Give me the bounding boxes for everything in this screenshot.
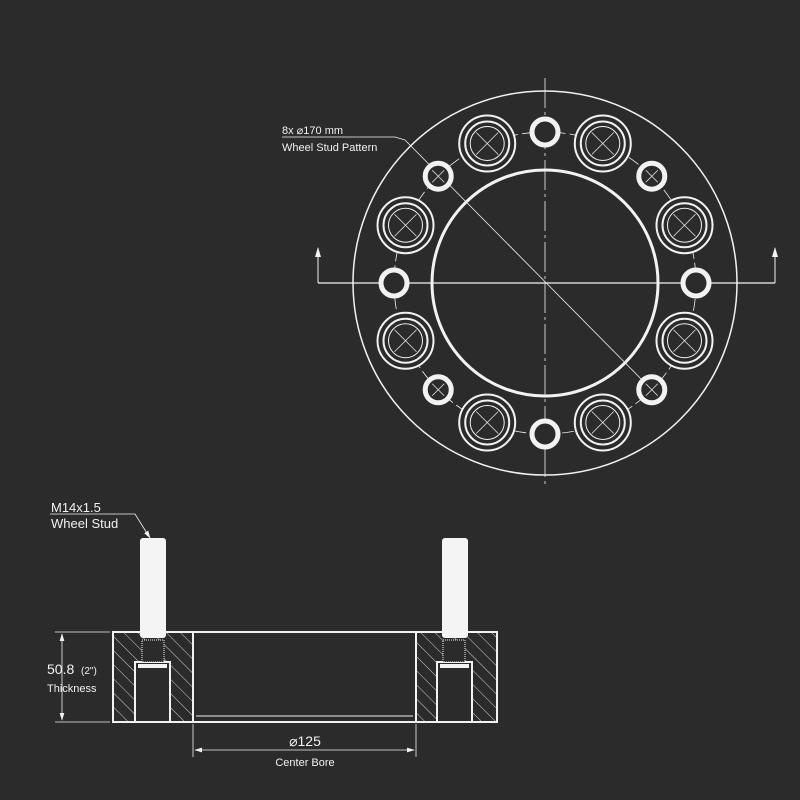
left-stud-head — [138, 664, 167, 668]
lug-hole — [680, 267, 712, 299]
stud-hole-ring — [579, 120, 626, 167]
stud-leader — [50, 513, 151, 539]
stud-sublabel: Wheel Stud — [51, 516, 118, 531]
bore-label: Center Bore — [275, 757, 334, 769]
pattern-leader — [282, 136, 406, 141]
lug-hole-cross — [645, 383, 659, 397]
center-bore — [430, 168, 660, 398]
stud-hole-inner — [585, 125, 621, 161]
stud-hole-inner — [387, 207, 423, 243]
lug-hole-cross — [431, 169, 445, 183]
stud-hole-ring — [661, 317, 708, 364]
stud-hole-inner — [469, 125, 505, 161]
thickness-inch: (2") — [81, 666, 97, 677]
stud-hole-cross — [475, 132, 499, 155]
stud-hole-inner — [667, 207, 703, 243]
stud-hole-ring — [464, 399, 511, 446]
right-stud-knurl — [442, 639, 466, 663]
right-counterbore — [436, 661, 473, 723]
outer-rim — [352, 90, 738, 476]
stud-hole-ring — [579, 399, 626, 446]
pattern-label: 8x ⌀170 mm — [282, 125, 343, 137]
lug-hole — [378, 267, 410, 299]
stud-hole-cross — [394, 213, 417, 237]
left-wheel-stud — [140, 538, 166, 638]
top-view — [282, 78, 778, 488]
stud-hole-ring — [464, 120, 511, 167]
center-bore-section — [192, 631, 417, 723]
right-wheel-stud — [442, 538, 468, 638]
pattern-sublabel: Wheel Stud Pattern — [282, 142, 377, 154]
lug-hole — [529, 418, 561, 450]
left-stud-knurl — [141, 639, 165, 663]
stud-hole-ring — [661, 202, 708, 249]
stud-hole-inner — [469, 405, 505, 441]
stud-label: M14x1.5 — [51, 500, 101, 515]
stud-hole-cross — [673, 329, 696, 353]
bore-value: ⌀125 — [289, 733, 321, 749]
stud-hole-cross — [591, 132, 615, 155]
stud-hole-ring — [382, 317, 429, 364]
thickness-label: Thickness — [47, 683, 97, 695]
stud-holes — [376, 114, 714, 452]
left-counterbore — [134, 661, 171, 723]
right-stud-head — [440, 664, 469, 668]
stud-hole-inner — [585, 405, 621, 441]
lug-hole-cross — [645, 169, 659, 183]
side-view — [50, 513, 498, 757]
stud-hole-ring — [382, 202, 429, 249]
stud-hole-cross — [475, 411, 499, 434]
stud-hole-cross — [673, 213, 696, 237]
stud-hole-cross — [591, 411, 615, 434]
stud-hole-inner — [387, 323, 423, 359]
stud-hole-inner — [667, 323, 703, 359]
lug-hole — [529, 116, 561, 148]
thickness-value: 50.8 — [47, 661, 74, 677]
stud-hole-cross — [394, 329, 417, 353]
lug-hole-cross — [431, 383, 445, 397]
